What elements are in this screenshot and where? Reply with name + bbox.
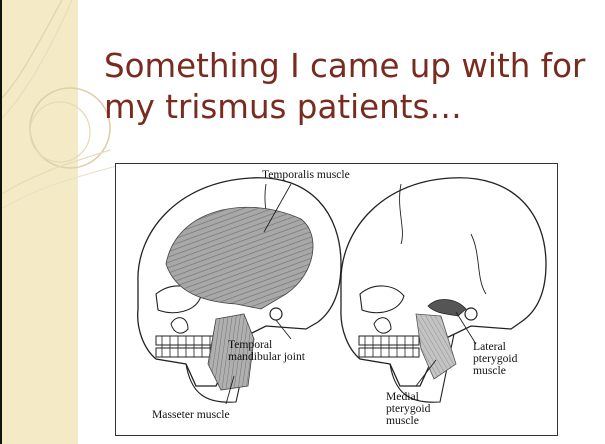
label-lateral-pterygoid-line-3: muscle bbox=[473, 365, 506, 378]
skull-illustration bbox=[116, 164, 558, 436]
label-masseter-muscle: Masseter muscle bbox=[152, 409, 230, 422]
slide-title-line-2: my trismus patients… bbox=[104, 88, 462, 126]
label-medial-pterygoid-line-3: muscle bbox=[386, 415, 419, 428]
jaw-muscles-figure: Temporalis muscle Temporal mandibular jo… bbox=[115, 163, 558, 436]
slide-title-line-1: Something I came up with for bbox=[104, 47, 585, 85]
label-temporal-joint-line-2: mandibular joint bbox=[228, 351, 305, 364]
slide-title: Something I came up with for my trismus … bbox=[104, 46, 574, 128]
label-temporalis-muscle: Temporalis muscle bbox=[262, 169, 350, 182]
